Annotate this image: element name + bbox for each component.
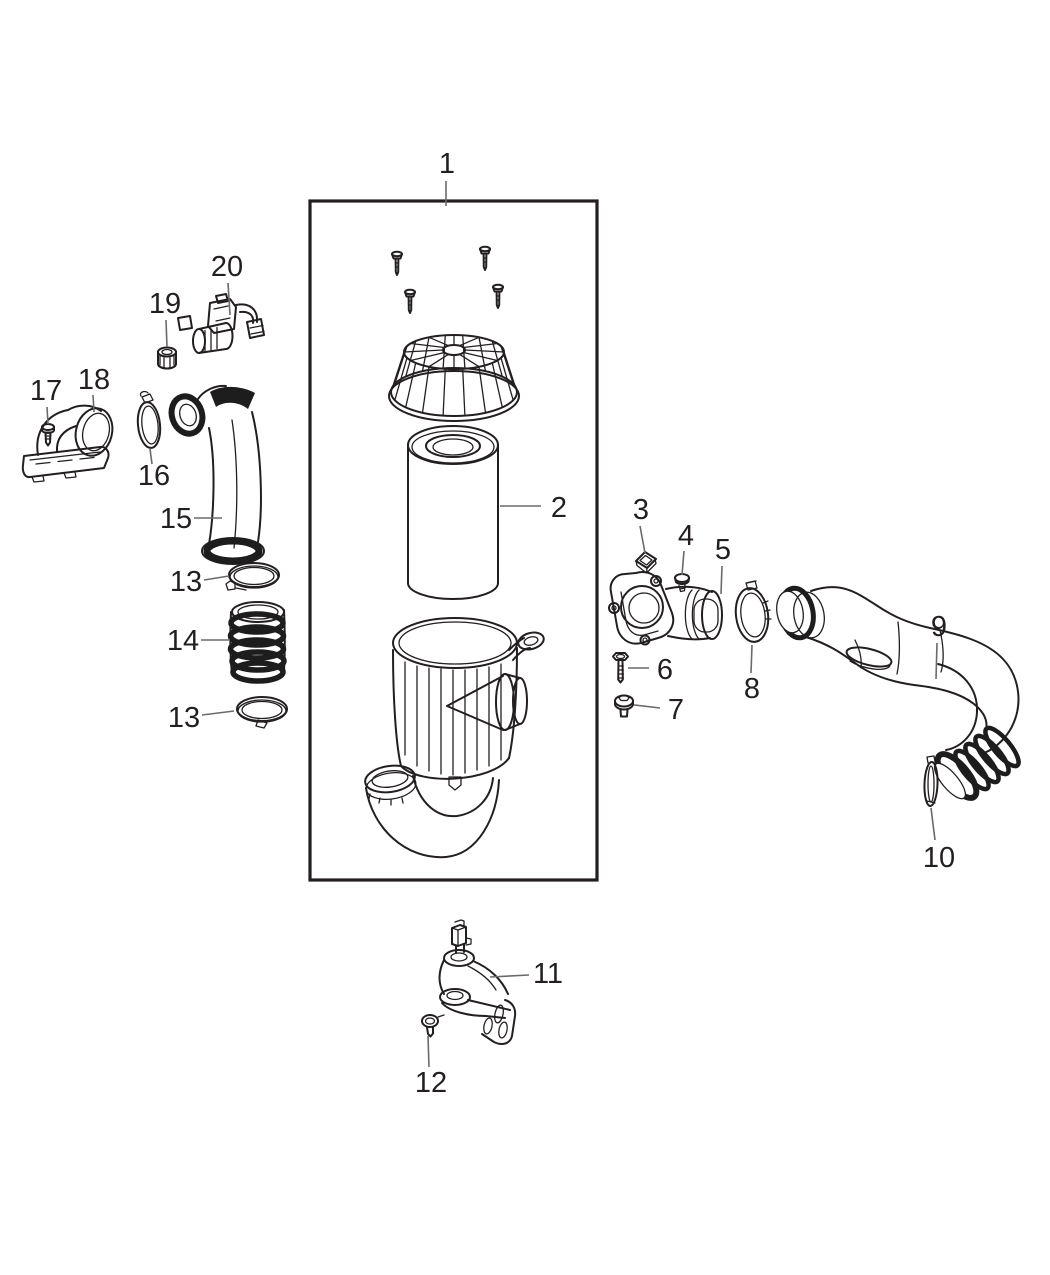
leader-13b [201,710,235,716]
leader-17 [46,406,49,425]
callout-label-17: 17 [30,375,62,407]
callout-label-5: 5 [715,534,731,566]
callout-label-16: 16 [138,460,170,492]
cover-screw-icon [479,245,491,271]
callout-label-15: 15 [160,503,192,535]
leader-10 [930,807,936,841]
mounting-bracket-11 [438,919,517,1045]
callout-label-4: 4 [678,520,694,552]
callout-label-11: 11 [533,958,563,990]
callout-label-13b: 13 [168,702,200,734]
callout-label-14: 14 [167,625,199,657]
callout-label-13a: 13 [170,566,202,598]
cover-screws [391,245,504,314]
cap-19 [157,346,177,370]
callout-label-1: 1 [439,148,455,180]
callout-label-20: 20 [211,251,243,283]
callout-label-3: 3 [633,494,649,526]
leader-11 [489,974,530,978]
hose-clamp-16 [136,390,162,449]
leader-4 [681,550,685,576]
callout-label-10: 10 [923,842,955,874]
callout-labels: 1 2 3 4 5 6 7 8 9 10 11 12 13 14 13 15 1… [30,148,955,1099]
cover-screw-icon [404,288,416,314]
screw-17 [41,423,55,447]
leader-lines [46,181,938,1068]
callout-label-8: 8 [744,673,760,705]
callout-label-19: 19 [149,288,181,320]
inlet-elbow-18 [21,404,114,483]
assembly-box-outline [308,199,599,882]
callout-label-6: 6 [657,654,673,686]
square-nut-3 [635,551,657,574]
leader-7 [633,704,661,709]
leader-12 [427,1035,430,1068]
callout-label-2: 2 [551,492,567,524]
air-cleaner-body [364,617,545,859]
leader-5 [720,565,723,595]
push-pin-12 [421,1014,445,1038]
leader-20 [227,282,231,316]
bolt-6 [612,652,629,684]
bellows-hose-14 [227,601,287,684]
leader-16 [149,448,153,465]
hose-clamp-10 [923,755,939,807]
air-cleaner-cover [388,334,520,422]
leader-9 [935,642,938,680]
air-temperature-sensor-20 [177,293,265,354]
air-intake-hose-9 [776,585,1021,801]
cover-screw-icon [492,283,504,309]
screw-7 [614,694,634,718]
callout-label-7: 7 [668,694,684,726]
leader-19 [165,319,168,348]
leader-3 [639,525,646,554]
outlet-elbow-5 [608,571,723,646]
leader-13a [203,575,230,581]
cover-screw-icon [391,250,403,276]
intake-duct-15 [168,384,265,565]
callout-label-9: 9 [931,611,947,643]
leader-8 [750,644,753,674]
callout-label-12: 12 [415,1067,447,1099]
hose-clamp-13b [236,696,288,729]
leader-18 [92,394,95,413]
screw-4 [674,573,690,593]
air-filter-element [407,425,499,600]
callout-label-18: 18 [78,364,110,396]
hose-clamp-8 [734,580,772,643]
hose-clamp-13a [225,562,280,591]
